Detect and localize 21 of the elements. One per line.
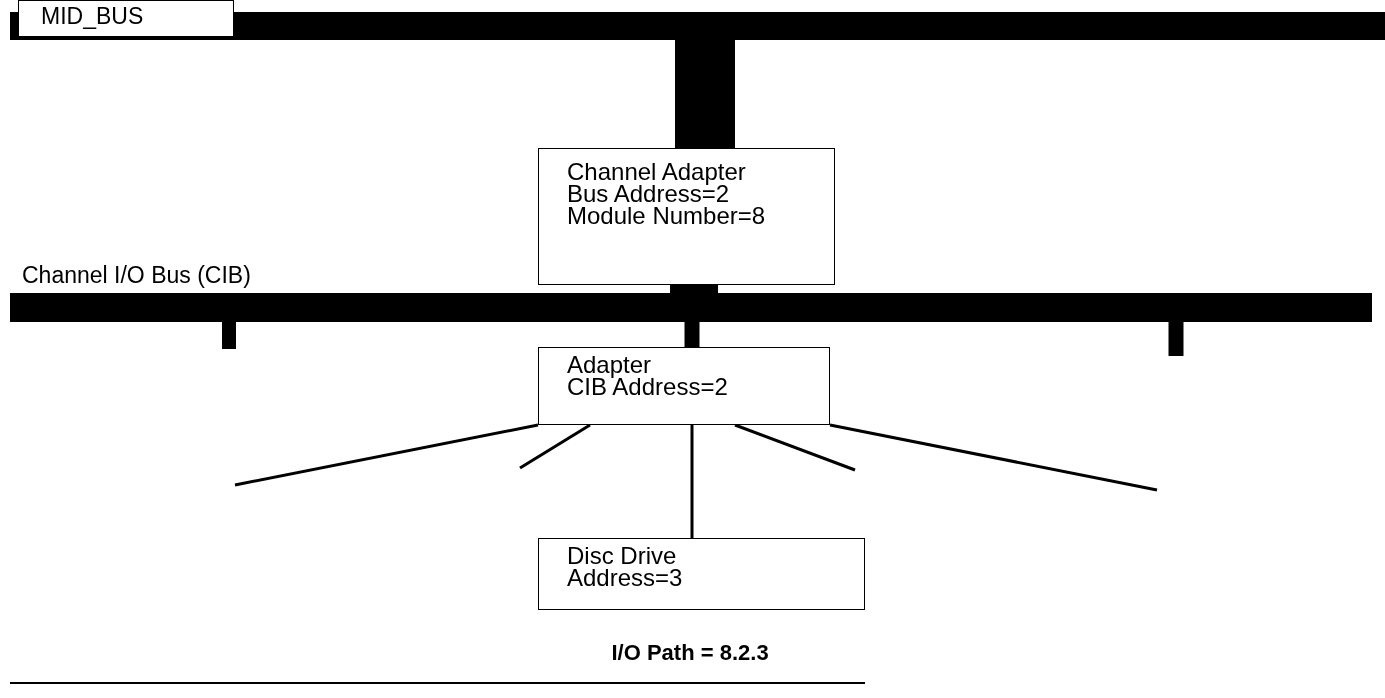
cable-line	[690, 425, 694, 538]
box-text: Address=3	[567, 567, 684, 589]
path-caption: I/O Path = 8.2.3	[611, 640, 769, 666]
bus-label: MID_BUS	[18, 0, 234, 37]
device-box	[538, 347, 830, 425]
box-text: Disc Drive	[567, 545, 678, 567]
cable-line	[234, 423, 539, 487]
device-box	[538, 148, 835, 285]
box-text: Module Number=8	[567, 205, 767, 227]
box-text: Adapter	[567, 354, 653, 376]
cable-line	[829, 423, 1158, 492]
bus-label: Channel I/O Bus (CIB)	[22, 262, 251, 289]
bus-connector	[1168, 322, 1184, 356]
box-text: Channel Adapter	[567, 161, 747, 183]
bus-connector	[222, 322, 236, 349]
cable-line	[519, 423, 591, 470]
bus-connector	[684, 322, 700, 347]
cable-line	[734, 423, 856, 472]
bus-connector	[670, 285, 718, 293]
bus-connector	[675, 40, 735, 148]
device-box	[538, 538, 865, 610]
